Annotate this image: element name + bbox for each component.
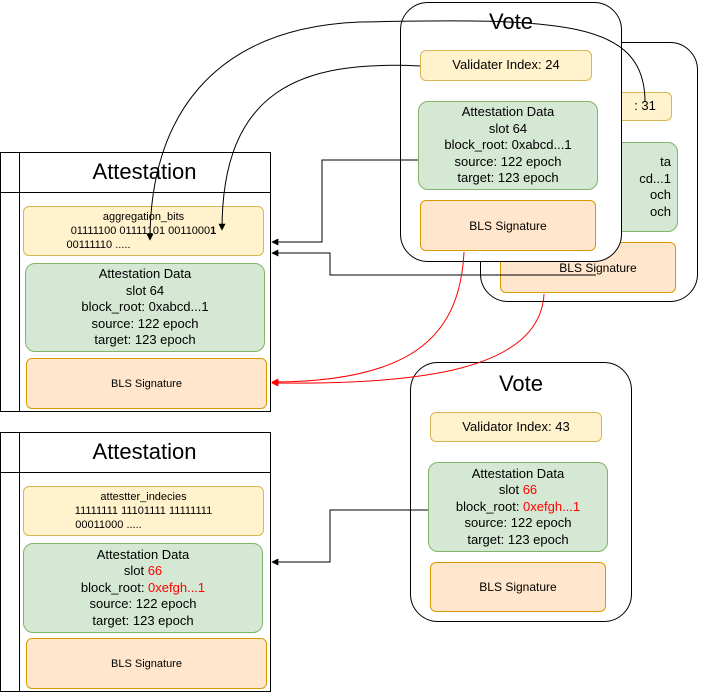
attestation-data-1: Attestation Data slot 64 block_root: 0xa… xyxy=(25,263,265,352)
slot-value-highlight-2: 66 xyxy=(147,563,163,579)
block-root-highlight: 0xefgh...1 xyxy=(523,498,581,514)
vote-validator-index: Validater Index: 24 xyxy=(420,50,592,81)
arrow-bottom-vote-to-attestation-2 xyxy=(271,509,428,566)
aggregation-bits-label: aggregation_bits xyxy=(102,211,185,223)
attester-indices-label: attestter_indecies xyxy=(100,491,187,503)
arrow-front-signature-to-attestation xyxy=(271,251,465,386)
attestation-title: Attestation xyxy=(92,159,197,184)
block-root-highlight-2: 0xefgh...1 xyxy=(148,579,206,595)
attestation-title-2: Attestation xyxy=(92,439,197,464)
attestation-bls-signature-1: BLS Signature xyxy=(26,358,267,409)
vote-bottom-validator-index: Validator Index: 43 xyxy=(430,412,602,442)
arrow-front-data-to-attestation xyxy=(271,159,418,246)
aggregation-bits-box: aggregation_bits 01111100 01111101 00110… xyxy=(23,206,264,256)
vote-back-data-line: cd...1 xyxy=(639,170,671,186)
vote-bls-signature: BLS Signature xyxy=(420,200,596,251)
arrow-back-index-to-bits xyxy=(146,20,646,241)
attester-indices-box: attestter_indecies 11111111 11101111 111… xyxy=(23,486,264,536)
vote-bottom-attestation-data: Attestation Data slot 66 block_root: 0xe… xyxy=(428,462,608,552)
attestation-bls-signature-2: BLS Signature xyxy=(26,638,267,689)
arrow-back-data-to-attestation xyxy=(271,249,596,276)
vote-bottom-title: Vote xyxy=(498,371,544,396)
arrow-back-signature-to-attestation xyxy=(271,293,545,387)
vote-back-data-line: och xyxy=(650,203,671,219)
vote-back-data-line: och xyxy=(650,187,671,202)
vote-attestation-data: Attestation Data slot 64 block_root: 0xa… xyxy=(418,101,598,190)
slot-value-highlight: 66 xyxy=(522,482,538,498)
vote-back-data-line: ta xyxy=(660,154,671,169)
arrow-front-index-to-bits xyxy=(218,64,421,231)
attestation-data-2: Attestation Data slot 66 block_root: 0xe… xyxy=(23,543,263,633)
highlighted-bit: 1 xyxy=(210,225,217,237)
vote-bottom-bls-signature: BLS Signature xyxy=(430,562,606,612)
